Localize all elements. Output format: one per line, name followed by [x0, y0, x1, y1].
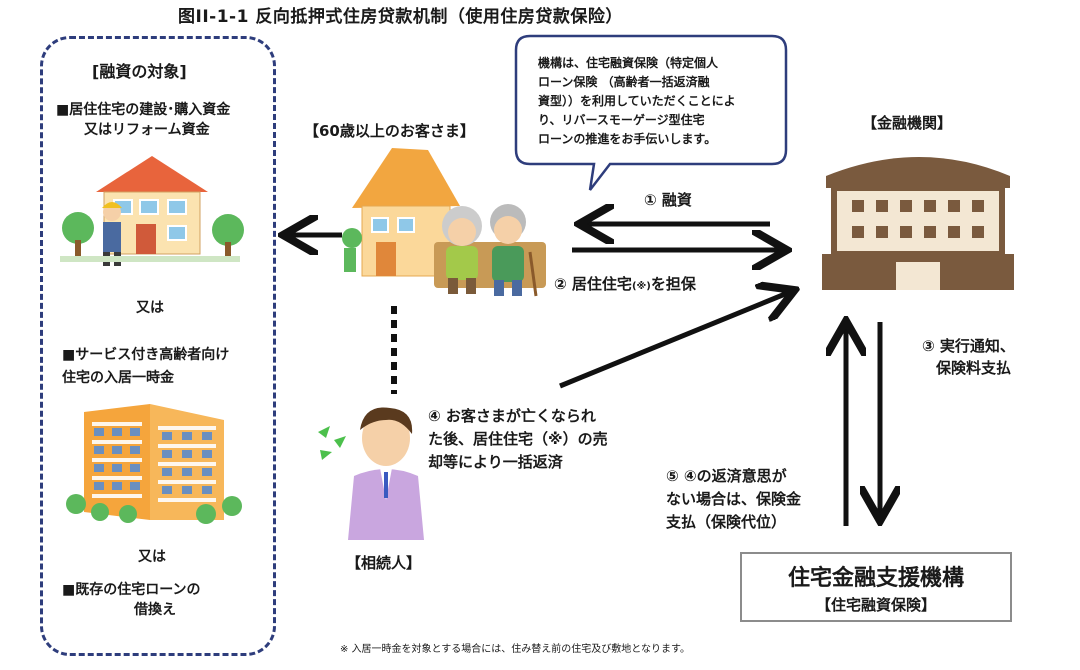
step-3-line-2: 保険料支払 [936, 359, 1012, 377]
step-2-text-end: を担保 [650, 275, 696, 293]
housing-finance-agency-box: 住宅金融支援機構 【住宅融資保険】 [740, 552, 1012, 622]
bank-building-illustration [822, 157, 1014, 290]
target-or-1: 又は [136, 300, 164, 316]
org-name: 住宅金融支援機構 [787, 566, 964, 591]
heir-label: 【相続人】 [346, 554, 422, 572]
bubble-line-3: 資型））を利用していただくことによ [538, 94, 736, 108]
bubble-line-2: ローン保険 （高齢者一括返済融 [538, 75, 710, 89]
bank-label: 【金融機関】 [862, 114, 953, 132]
bubble-line-5: ローンの推進をお手伝いします。 [538, 132, 717, 146]
elderly-couple-illustration [434, 204, 546, 297]
step-1-loan: ① 融資 [644, 191, 692, 209]
figure-title: 图II-1-1 反向抵押式住房贷款机制（使用住房贷款保险） [178, 7, 623, 27]
step-5-line-1: ⑤ ④の返済意思が [666, 467, 787, 485]
targets-heading: [融資の対象] [92, 62, 187, 81]
target-item-1-line-2: 又はリフォーム資金 [84, 122, 210, 138]
footnote: ※ 入居一時金を対象とする場合には、住み替え前の住宅及び敷地となります。 [340, 644, 690, 655]
house-with-builder-illustration [60, 156, 244, 266]
bubble-line-1: 機構は、住宅融資保険（特定個人 [538, 56, 719, 70]
org-subtitle: 【住宅融資保険】 [815, 596, 936, 614]
target-item-3-line-1: ■既存の住宅ローンの [62, 582, 201, 598]
step-3-line-1: ③ 実行通知、 [922, 337, 1015, 355]
heir-person-illustration [318, 407, 424, 540]
bubble-line-4: り、リバースモーゲージ型住宅 [538, 113, 705, 127]
target-or-2: 又は [138, 549, 166, 565]
step-2-collateral: ② 居住住宅(※)を担保 [554, 274, 696, 297]
customer-label: 【60歳以上のお客さま】 [304, 122, 475, 140]
step-5-line-3: 支払（保険代位） [666, 513, 787, 531]
financing-targets-box [40, 36, 276, 656]
step-4-line-2: た後、居住住宅（※）の売 [428, 430, 608, 448]
speech-bubble [514, 34, 788, 191]
target-item-1-line-1: ■居住住宅の建設･購入資金 [56, 102, 231, 118]
target-item-2-line-1: ■サービス付き高齢者向け [62, 347, 230, 363]
step-2-mark: (※) [631, 281, 651, 292]
arrow-repayment [559, 292, 790, 389]
step-2-text: ② 居住住宅 [554, 275, 632, 293]
step-5-line-2: ない場合は、保険金 [666, 490, 802, 508]
apartment-building-illustration [66, 404, 242, 524]
step-4-line-1: ④ お客さまが亡くなられ [428, 407, 596, 425]
flow-arrows [288, 224, 880, 526]
step-4-line-3: 却等により一括返済 [428, 453, 563, 471]
target-item-3-line-2: 借換え [134, 602, 176, 618]
target-item-2-line-2: 住宅の入居一時金 [62, 370, 174, 386]
